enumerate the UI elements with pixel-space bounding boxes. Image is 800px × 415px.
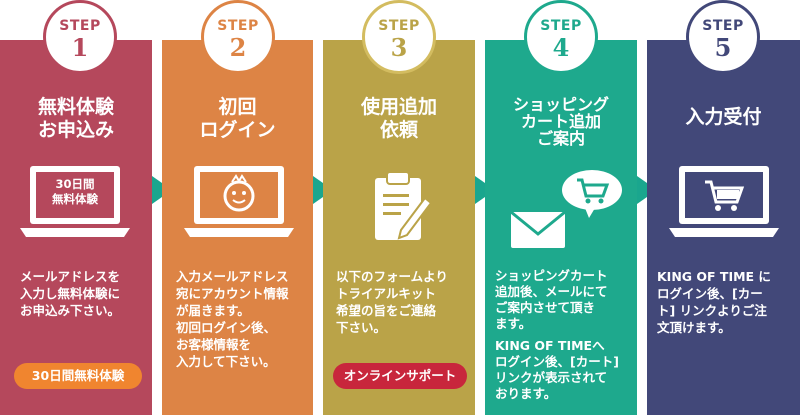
step-5-title: 入力受付: [647, 106, 800, 129]
step-5-title-line-1: 入力受付: [685, 106, 762, 128]
step-2-desc-line: 宛にアカウント情報: [176, 286, 289, 301]
step-3-desc-line: 希望の旨をご連絡: [336, 303, 437, 318]
step-5-badge: STEP 5: [686, 0, 760, 74]
step-1-desc-line: 入力し無料体験に: [20, 286, 121, 301]
step-3-desc-line: 下さい。: [336, 320, 387, 335]
step-4-title: ショッピング カート追加 ご案内: [485, 96, 637, 147]
step-5-number: 5: [714, 33, 732, 62]
step-1-description: メールアドレスを 入力し無料体験に お申込み下さい。: [20, 268, 120, 319]
step-5-desc-line: 文頂けます。: [657, 320, 731, 335]
step-2-badge: STEP 2: [201, 0, 275, 74]
step-1-desc-line: お申込み下さい。: [20, 303, 121, 318]
step-4-desc-line: リンクが表示されて: [495, 370, 608, 385]
step-3-title-line-2: 依頼: [379, 119, 418, 141]
step-2-label: STEP: [217, 18, 259, 34]
step-4-desc-line: ショッピングカート: [495, 268, 608, 283]
laptop-cart-icon: [667, 162, 781, 242]
laptop-mascot-icon: [182, 162, 296, 242]
step-4-panel: ショッピング カート追加 ご案内 ショッピングカート 追加後、メールにて ご案内…: [485, 40, 637, 415]
step-3-desc-line: 以下のフォームより: [336, 269, 448, 284]
step-4-desc-line: ログイン後、[カート]: [495, 354, 619, 369]
step-1-title-line-1: 無料体験: [37, 96, 114, 118]
step-5-desc-line: KING OF TIME に: [657, 269, 771, 284]
laptop-icon: [18, 162, 132, 242]
step-4-title-line-3: ご案内: [536, 129, 585, 148]
step-3-badge: STEP 3: [362, 0, 436, 74]
step-4-badge: STEP 4: [524, 0, 598, 74]
step-1-title: 無料体験 お申込み: [0, 96, 152, 142]
step-1-panel: 無料体験 お申込み 30日間 無料体験 メールアドレスを 入力し無料体験に お申…: [0, 40, 152, 415]
step-3-label: STEP: [378, 18, 420, 34]
step-2-description: 入力メールアドレス 宛にアカウント情報 が届きます。 初回ログイン後、 お客様情…: [176, 268, 289, 370]
step-5-label: STEP: [702, 18, 744, 34]
step-4-title-line-1: ショッピング: [512, 95, 609, 114]
step-4-label: STEP: [540, 18, 582, 34]
laptop-text-line-1: 30日間: [55, 177, 95, 191]
clipboard-icon: [371, 168, 433, 248]
step-2-desc-line: 初回ログイン後、: [176, 320, 277, 335]
step-3-title: 使用追加 依頼: [323, 96, 475, 142]
step-2-title-line-1: 初回: [218, 96, 257, 118]
step-2-title: 初回 ログイン: [162, 96, 313, 142]
step-2-number: 2: [229, 33, 247, 62]
step-3-panel: 使用追加 依頼 以下のフォームより トライアルキット 希望の旨をご連絡 下さい。…: [323, 40, 475, 415]
step-4-description: ショッピングカート 追加後、メールにて ご案内させて頂き ます。 KING OF…: [495, 268, 619, 402]
step-3-desc-line: トライアルキット: [336, 286, 436, 301]
step-1-title-line-2: お申込み: [37, 119, 114, 141]
step-1-badge: STEP 1: [43, 0, 117, 74]
laptop-text-line-2: 無料体験: [52, 192, 98, 206]
step-2-desc-line: 入力メールアドレス: [176, 269, 289, 284]
step-2-desc-line: 入力して下さい。: [176, 354, 276, 369]
mail-cart-icon: [505, 168, 625, 258]
step-5-description: KING OF TIME に ログイン後、[カー ト] リンクよりご注 文頂けま…: [657, 268, 771, 336]
free-trial-button[interactable]: 30日間無料体験: [14, 363, 142, 389]
step-1-number: 1: [71, 33, 89, 62]
step-2-panel: 初回 ログイン 入力メールアドレス 宛にアカウント情報 が届きます。 初回ログイ…: [162, 40, 313, 415]
step-4-desc-line: KING OF TIMEへ: [495, 338, 605, 353]
step-4-title-line-2: カート追加: [520, 112, 601, 131]
step-2-desc-line: お客様情報を: [176, 337, 252, 352]
step-4-number: 4: [552, 33, 570, 62]
step-3-title-line-1: 使用追加: [360, 96, 437, 118]
step-2-title-line-2: ログイン: [199, 119, 276, 141]
step-4-desc-line: 追加後、メールにて: [495, 284, 608, 299]
step-3-description: 以下のフォームより トライアルキット 希望の旨をご連絡 下さい。: [336, 268, 448, 336]
step-5-panel: 入力受付 KING OF TIME に ログイン後、[カー ト] リンクよりご注…: [647, 40, 800, 415]
online-support-button[interactable]: オンラインサポート: [333, 363, 467, 389]
step-1-desc-line: メールアドレスを: [20, 269, 121, 284]
step-3-number: 3: [390, 33, 408, 62]
step-4-desc-line: おります。: [495, 386, 557, 401]
step-2-desc-line: が届きます。: [176, 303, 250, 318]
step-5-desc-line: ログイン後、[カー: [657, 286, 763, 301]
step-4-desc-line: ます。: [495, 316, 532, 331]
step-5-desc-line: ト] リンクよりご注: [657, 303, 767, 318]
laptop-screen-text: 30日間 無料体験: [36, 177, 114, 207]
step-1-label: STEP: [59, 18, 101, 34]
step-4-desc-line: ご案内させて頂き: [495, 300, 596, 315]
